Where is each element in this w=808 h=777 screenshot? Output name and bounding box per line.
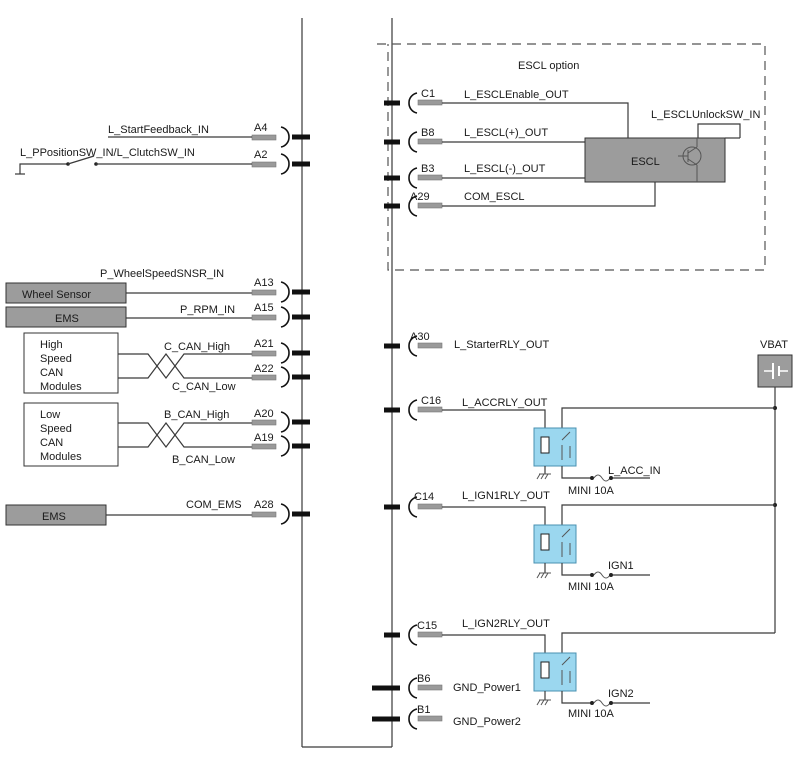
start-feedback-label: L_StartFeedback_IN — [108, 124, 209, 136]
c-can-low-label: C_CAN_Low — [172, 381, 236, 393]
low-can-line3: CAN — [40, 437, 63, 449]
rpm-label: P_RPM_IN — [180, 304, 235, 316]
ign1-label: IGN1 — [608, 560, 634, 572]
pin-a20-label: A20 — [254, 408, 274, 420]
acc-rly-label: L_ACCRLY_OUT — [462, 397, 548, 409]
pin-c14: C14 — [384, 491, 443, 518]
fuse-label-ign1: MINI 10A — [568, 581, 615, 593]
pin-b6: B6 — [372, 673, 443, 699]
relay-icon — [533, 427, 577, 467]
c-can-high-label: C_CAN_High — [164, 341, 230, 353]
escl-option-title: ESCL option — [518, 60, 579, 72]
pin-c15-label: C15 — [417, 620, 437, 632]
escl-unlock-label: L_ESCLUnlockSW_IN — [651, 109, 760, 121]
wheel-speed-label: P_WheelSpeedSNSR_IN — [100, 268, 224, 280]
fuse-icon — [590, 571, 613, 579]
pin-a21-label: A21 — [254, 338, 274, 350]
pin-c1: C1 — [384, 88, 443, 114]
starter-rly-label: L_StarterRLY_OUT — [454, 339, 549, 351]
high-can-line2: Speed — [40, 353, 72, 365]
pin-a28: A28 — [251, 499, 310, 525]
gnd-power1-label: GND_Power1 — [453, 682, 521, 694]
pin-a2: A2 — [251, 149, 310, 175]
module-body-outline — [301, 18, 393, 748]
escl-module-box — [584, 137, 726, 183]
low-speed-can-box — [23, 402, 119, 467]
ems-bottom-label: EMS — [42, 511, 66, 523]
pin-a29-label: A29 — [410, 191, 430, 203]
ign1-rly-label: L_IGN1RLY_OUT — [462, 490, 550, 502]
pin-b3: B3 — [384, 163, 443, 189]
pin-b1: B1 — [372, 704, 443, 730]
low-can-line1: Low — [40, 409, 60, 421]
acc-in-label: L_ACC_IN — [608, 465, 661, 477]
pin-b8-label: B8 — [421, 127, 434, 139]
escl-enable-label: L_ESCLEnable_OUT — [464, 89, 569, 101]
relay-icon — [533, 652, 577, 692]
pin-a13: A13 — [251, 277, 310, 303]
high-can-line1: High — [40, 339, 63, 351]
pin-a29: A29 — [384, 191, 443, 217]
pin-c14-label: C14 — [414, 491, 434, 503]
pin-a4: A4 — [251, 122, 310, 148]
pin-a19-label: A19 — [254, 432, 274, 444]
pin-a22: A22 — [251, 363, 310, 388]
fuse-icon — [590, 474, 613, 482]
pin-a28-label: A28 — [254, 499, 274, 511]
pin-a30-label: A30 — [410, 331, 430, 343]
low-can-line4: Modules — [40, 451, 82, 463]
pin-a20: A20 — [251, 408, 310, 433]
low-can-line2: Speed — [40, 423, 72, 435]
pin-a19: A19 — [251, 432, 310, 457]
com-ems-label: COM_EMS — [186, 499, 242, 511]
twisted-pair-icon — [118, 422, 252, 448]
wheel-sensor-label: Wheel Sensor — [22, 289, 91, 301]
escl-module-label: ESCL — [631, 156, 660, 168]
ign2-label: IGN2 — [608, 688, 634, 700]
twisted-pair-icon — [118, 353, 252, 379]
pin-c1-label: C1 — [421, 88, 435, 100]
pin-a30: A30 — [384, 331, 443, 357]
pin-a15: A15 — [251, 302, 310, 328]
ign2-rly-label: L_IGN2RLY_OUT — [462, 618, 550, 630]
gnd-power2-label: GND_Power2 — [453, 716, 521, 728]
ems-box-top — [5, 306, 127, 328]
ground-icon — [536, 699, 551, 706]
pin-a15-label: A15 — [254, 302, 274, 314]
ground-icon — [536, 572, 551, 579]
escl-plus-label: L_ESCL(+)_OUT — [464, 127, 548, 139]
fuse-label-acc: MINI 10A — [568, 485, 615, 497]
battery-icon — [764, 363, 788, 379]
pin-a13-label: A13 — [254, 277, 274, 289]
high-can-line4: Modules — [40, 381, 82, 393]
high-can-line3: CAN — [40, 367, 63, 379]
ems-top-label: EMS — [55, 313, 79, 325]
b-can-low-label: B_CAN_Low — [172, 454, 235, 466]
vbat-label: VBAT — [760, 339, 788, 351]
pin-b6-label: B6 — [417, 673, 430, 685]
relay-icon — [533, 524, 577, 564]
pin-a21: A21 — [251, 338, 310, 364]
pin-c16: C16 — [384, 395, 443, 421]
b-can-high-label: B_CAN_High — [164, 409, 229, 421]
escl-option-group: ESCL option C1 L_ESCLEnable_OUT B8 L_ESC… — [377, 43, 766, 271]
pin-a4-label: A4 — [254, 122, 267, 134]
fuse-label-ign2: MINI 10A — [568, 708, 615, 720]
com-escl-label: COM_ESCL — [464, 191, 525, 203]
transistor-icon — [678, 138, 702, 182]
high-speed-can-box — [23, 332, 119, 394]
switch-icon — [15, 155, 252, 175]
pposition-clutch-label: L_PPositionSW_IN/L_ClutchSW_IN — [20, 147, 195, 159]
fuse-icon — [590, 699, 613, 707]
pin-b8: B8 — [384, 127, 443, 153]
pin-c15: C15 — [384, 620, 443, 646]
pin-a22-label: A22 — [254, 363, 274, 375]
pin-b1-label: B1 — [417, 704, 430, 716]
escl-minus-label: L_ESCL(-)_OUT — [464, 163, 546, 175]
pin-c16-label: C16 — [421, 395, 441, 407]
pin-a2-label: A2 — [254, 149, 267, 161]
pin-b3-label: B3 — [421, 163, 434, 175]
ground-icon — [536, 473, 551, 480]
